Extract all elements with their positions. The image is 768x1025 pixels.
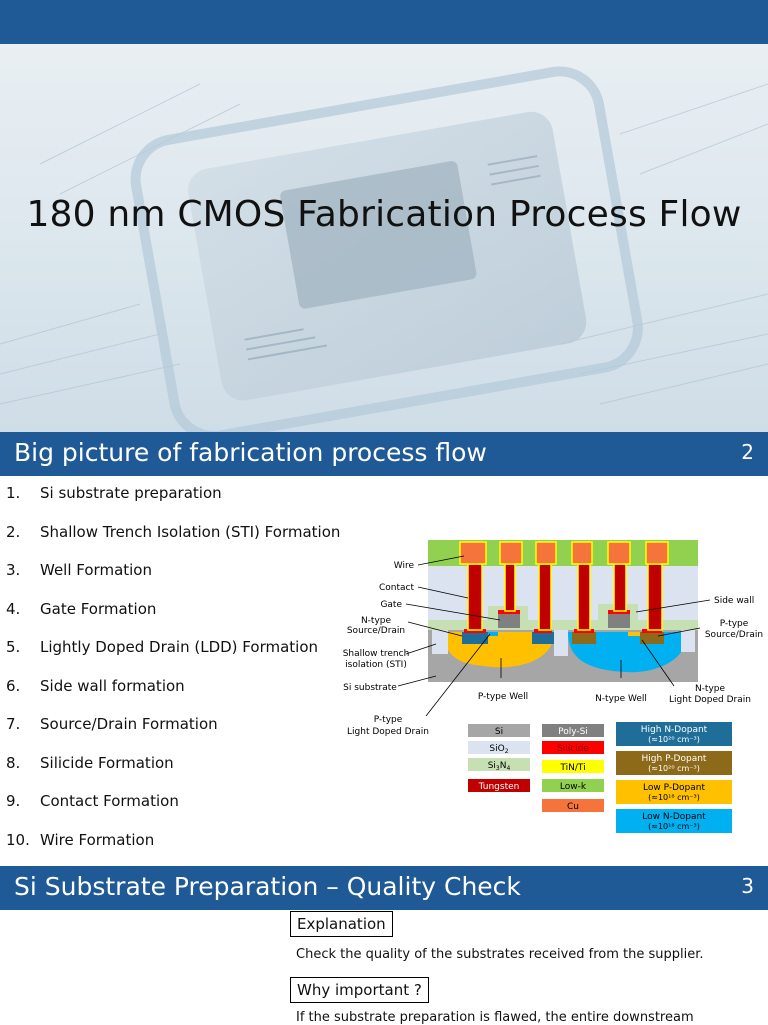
slide-3-header: Si Substrate Preparation – Quality Check… [0,866,768,910]
label-ntype-sd-2: Source/Drain [347,626,405,636]
legend-low-p-1: Low P-Dopant [643,783,705,793]
explanation-label: Explanation [290,911,393,937]
list-item: 5.Lightly Doped Drain (LDD) Formation [6,638,319,656]
legend-high-n-2: (≈10²⁰ cm⁻³) [648,735,700,744]
top-banner [0,0,768,44]
slide-2-page-number: 2 [741,440,754,464]
title-slide-background: 180 nm CMOS Fabrication Process Flow [0,44,768,432]
legend-tinti: TiN/Ti [559,763,585,773]
material-legend: Si SiO2 Si3N4 Tungsten Poly-Si Silicide … [468,722,732,833]
list-item: 6.Side wall formation [6,676,185,695]
why-important-label: Why important ? [290,977,429,1003]
label-ntype-well: N-type Well [595,694,647,704]
pmos-gate [608,614,630,628]
list-item: 3.Well Formation [6,561,152,579]
legend-polysi: Poly-Si [558,727,588,737]
title-slide-heading: 180 nm CMOS Fabrication Process Flow [26,194,742,235]
legend-si: Si [495,727,503,737]
label-ptype-well: P-type Well [478,692,528,702]
legend-lowk: Low-k [560,782,587,792]
label-ntype-ldd-2: Light Doped Drain [669,695,751,705]
label-ntype-sd-1: N-type [361,616,392,626]
n-ldd [488,632,498,636]
slide-3-page-number: 3 [741,874,754,898]
p-ldd [628,632,640,636]
legend-low-n-2: (≈10¹⁸ cm⁻³) [648,822,700,831]
cu-wire [499,541,523,565]
cu-wire [571,541,593,565]
list-item: 9.Contact Formation [6,792,179,810]
label-gate: Gate [380,600,402,610]
legend-sio2: SiO2 [489,744,508,755]
why-important-text: If the substrate preparation is flawed, … [296,1010,694,1025]
label-si-substrate: Si substrate [343,683,397,693]
contact [467,563,483,631]
legend-high-p-2: (≈10²⁰ cm⁻³) [648,764,700,773]
silicide-pad [464,629,486,633]
contact [504,563,516,612]
label-ptype-ldd-2: Light Doped Drain [347,727,429,737]
sti-mid [554,630,568,656]
contact [577,563,591,631]
silicide-pad [642,629,662,633]
label-ptype-ldd-1: P-type [374,715,403,725]
list-item: 7.Source/Drain Formation [6,715,218,733]
cu-wire [607,541,631,565]
slide-2-header: Big picture of fabrication process flow … [0,432,768,476]
list-item: 10.Wire Formation [6,830,155,849]
contact [647,563,663,631]
contact [613,563,627,612]
chip-background-image [0,66,768,432]
label-ntype-ldd-1: N-type [695,684,726,694]
n-source-drain-left [462,632,488,644]
list-item: 1.Si substrate preparation [6,484,222,502]
nmos-gate [498,614,520,628]
legend-silicide: Silicide [557,744,589,754]
legend-low-n-1: Low N-Dopant [642,812,706,822]
list-item: 8.Silicide Formation [6,753,174,772]
silicide-pad [574,629,594,633]
legend-high-n-1: High N-Dopant [641,725,708,735]
sti-right [681,630,695,652]
contact [538,563,552,631]
label-wire: Wire [394,561,415,571]
label-sti-1: Shallow trench [343,649,410,659]
label-ptype-sd-1: P-type [720,619,749,629]
nmos-gate-silicide [498,610,520,614]
pmos-gate-silicide [608,610,630,614]
legend-si3n4: Si3N4 [488,761,511,772]
label-side-wall: Side wall [714,596,754,606]
legend-low-p-2: (≈10¹⁸ cm⁻³) [648,793,700,802]
silicide-pad [534,629,552,633]
legend-tungsten: Tungsten [478,782,520,792]
n-source-drain-right [532,632,554,644]
label-sti-2: isolation (STI) [345,660,407,670]
label-ptype-sd-2: Source/Drain [705,630,763,640]
list-item: 4.Gate Formation [6,599,157,618]
p-source-drain-left [572,632,596,644]
cmos-cross-section-diagram: Wire Contact Gate N-type Source/Drain Sh… [343,540,763,737]
explanation-text: Check the quality of the substrates rece… [296,947,704,962]
nitride-layer [428,620,698,630]
cu-wire [535,541,557,565]
sti-left [432,630,448,654]
list-item: 2.Shallow Trench Isolation (STI) Formati… [6,522,341,541]
process-steps-list: 1.Si substrate preparation 2.Shallow Tre… [6,484,340,869]
slide-2-title: Big picture of fabrication process flow [14,438,487,467]
p-source-drain-right [640,632,664,644]
label-contact: Contact [379,583,414,593]
legend-cu: Cu [567,802,579,812]
cu-wire [459,541,487,565]
legend-high-p-1: High P-Dopant [642,754,707,764]
cu-wire [645,541,669,565]
slide-3-title: Si Substrate Preparation – Quality Check [14,872,521,901]
